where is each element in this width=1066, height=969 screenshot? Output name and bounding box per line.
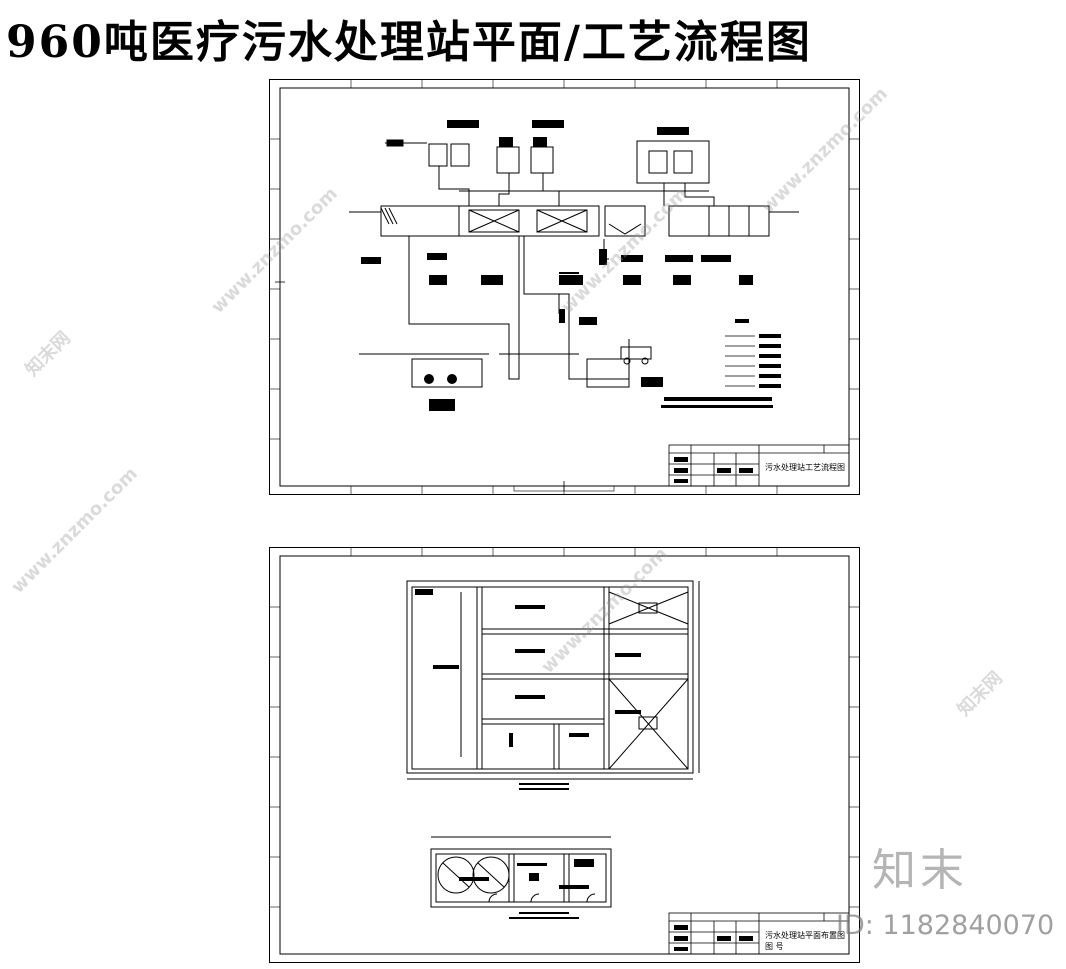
plan-layout-drawing: 污水处理站平面布置图 图 号 [269,547,860,963]
process-flow-sheet: 污水处理站工艺流程图 [269,79,860,495]
watermark-brand: 知末网 [21,327,75,381]
watermark-site: www.znzmo.com [7,463,142,598]
page-title: 960吨医疗污水处理站平面/工艺流程图 [6,17,812,68]
process-flow-drawing: 污水处理站工艺流程图 [269,79,860,495]
brand-logo: 知末 [872,845,968,896]
asset-id: ID: 1182840070 [836,910,1055,941]
watermark-brand: 知末网 [953,667,1007,721]
plan-layout-sheet: 污水处理站平面布置图 图 号 [269,547,860,963]
titleblock-name-top: 污水处理站工艺流程图 [765,462,845,472]
titleblock-sub-bottom: 图 号 [765,942,784,951]
titleblock-name-bottom: 污水处理站平面布置图 [765,930,845,940]
